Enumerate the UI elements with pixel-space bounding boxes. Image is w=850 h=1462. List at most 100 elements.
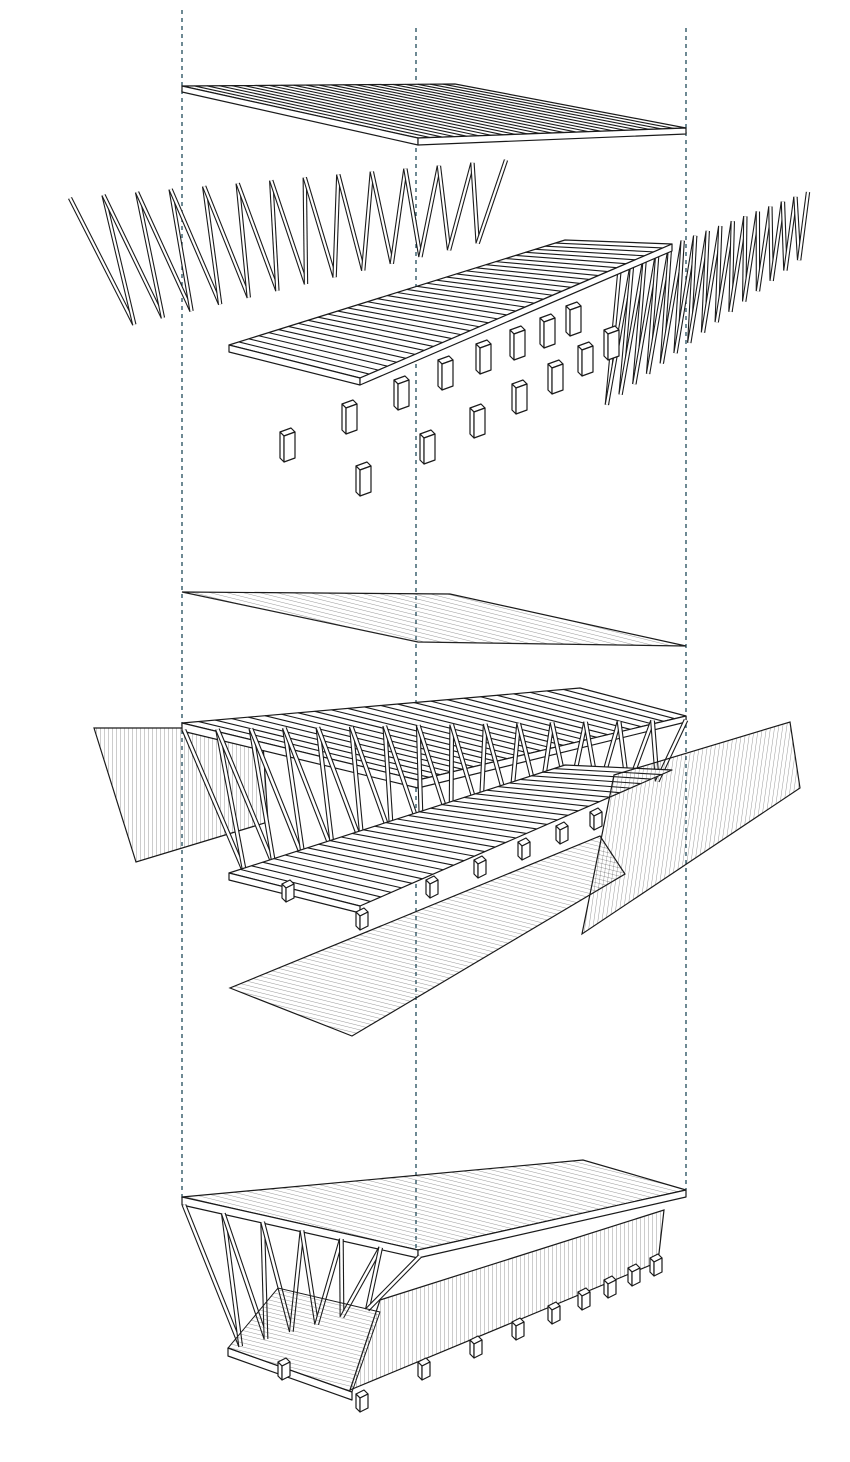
roof-rafter	[417, 83, 650, 130]
floor-joist	[307, 319, 434, 348]
frame-floor-joist	[486, 789, 600, 803]
truss-member	[136, 191, 193, 312]
truss-member	[102, 194, 136, 325]
pavilion-pier-face	[515, 1321, 525, 1341]
truss-member	[743, 211, 759, 302]
frame-floor-joist	[240, 868, 371, 903]
frame-truss-member	[249, 728, 276, 867]
truss-left	[68, 159, 509, 326]
frame-floor-joist	[430, 807, 548, 825]
roof-rafter	[368, 84, 601, 132]
frame-truss-member	[350, 726, 394, 841]
roof-rafter	[330, 84, 565, 134]
truss-member	[770, 201, 785, 281]
foundation-piers	[279, 301, 620, 497]
frame-floor-joist	[374, 825, 496, 848]
frame-pier-face	[285, 883, 295, 903]
floor-joist	[436, 279, 553, 296]
truss-member	[270, 180, 279, 291]
truss-member	[756, 206, 772, 292]
truss-member	[729, 216, 747, 313]
roof-rafter	[293, 84, 528, 135]
floor-joist	[268, 332, 397, 363]
frame-floor-joist	[363, 829, 485, 853]
pavilion-pier-face	[631, 1267, 641, 1287]
frame-floor-joist	[284, 854, 413, 884]
frame-pier-face	[559, 825, 569, 845]
pavilion-pier-face	[551, 1305, 561, 1325]
roof-rafter	[405, 83, 638, 131]
frame-rafter	[530, 691, 653, 725]
alignment-guides	[181, 10, 687, 1255]
foundation-pier-face	[543, 317, 556, 349]
frame-floor-joist	[396, 818, 517, 839]
foundation-pier-face	[569, 305, 582, 337]
roof-rafter	[392, 83, 626, 131]
floor-joist	[416, 285, 535, 304]
truss-member	[236, 183, 250, 298]
roof-rafter	[318, 84, 553, 134]
floor-frame-edge-right	[359, 243, 673, 386]
pavilion-truss-member	[366, 1247, 382, 1310]
truss-member	[404, 168, 422, 258]
truss-member	[362, 171, 373, 271]
frame-floor-joist	[441, 804, 558, 821]
frame-rafter	[314, 710, 508, 760]
truss-member	[102, 194, 164, 319]
floor-joist	[466, 270, 581, 284]
frame-rafter	[331, 709, 519, 757]
pavilion-pier-face	[653, 1257, 663, 1277]
pavilion-pier-face	[473, 1339, 483, 1359]
truss-member	[370, 171, 393, 264]
frame-floor-joist	[464, 796, 579, 812]
floor-joist	[258, 335, 388, 367]
roof-panel	[181, 591, 687, 647]
frame-truss-member	[249, 728, 305, 861]
truss-member	[303, 177, 308, 285]
frame-truss-member	[350, 726, 364, 847]
roof-rafter	[305, 84, 540, 134]
floor-joist	[317, 316, 443, 344]
roof-panel-front-edge	[181, 591, 687, 647]
frame-piers	[281, 807, 603, 931]
frame-floor-joist	[408, 814, 527, 835]
roof-rafters	[194, 83, 674, 139]
truss-member	[203, 186, 222, 305]
foundation-pier-face	[441, 359, 454, 391]
roof-rafter	[219, 85, 455, 138]
truss-member	[701, 225, 722, 333]
truss-member	[419, 165, 441, 258]
truss-member	[236, 183, 279, 292]
foundation-pier-face	[551, 363, 564, 395]
frame-floor-joists	[240, 768, 662, 903]
frame-floor-joist	[497, 786, 610, 798]
frame-rafter	[447, 699, 597, 738]
floor-joist	[396, 291, 517, 312]
frame-floor-joist	[318, 843, 444, 871]
foundation-pier-face	[473, 407, 486, 439]
floor-joist	[485, 264, 599, 277]
frame-rafter	[198, 721, 430, 778]
floor-joist	[288, 325, 416, 355]
floor-joist	[476, 267, 590, 281]
frame-floor-joist	[475, 793, 589, 807]
frame-rafter	[414, 702, 575, 744]
frame-truss-member	[283, 727, 335, 854]
frame-rafter	[231, 718, 452, 773]
frame-rafter	[546, 690, 664, 722]
roof-frame-edge-right	[417, 127, 687, 146]
floor-joist	[327, 313, 452, 340]
truss-member	[69, 197, 136, 326]
roof-rafter	[206, 85, 443, 138]
pavilion-pier-face	[281, 1361, 291, 1381]
frame-rafter	[397, 703, 564, 746]
foundation-pier-face	[515, 383, 528, 415]
frame-truss-member	[283, 727, 305, 860]
truss-member	[270, 180, 308, 285]
frame-rafter	[430, 700, 586, 741]
floor-frame	[228, 239, 673, 386]
roof-rafter	[231, 85, 467, 137]
floor-joist	[298, 322, 425, 351]
pavilion-pier-face	[607, 1279, 617, 1299]
